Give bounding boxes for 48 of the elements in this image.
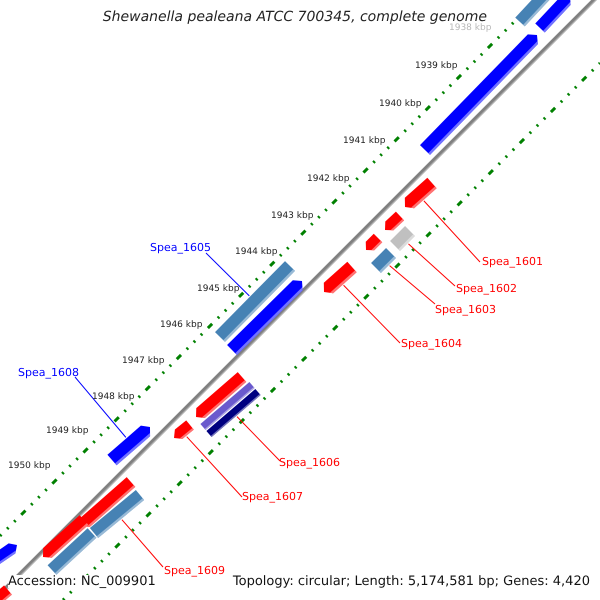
leader-line	[423, 200, 480, 262]
accession-text: Accession: NC_009901	[8, 575, 156, 588]
gene-feature	[206, 388, 261, 438]
leader-line	[206, 252, 250, 296]
scale-label: 1950 kbp	[8, 462, 50, 471]
scale-label: 1948 kbp	[92, 393, 134, 402]
gene-feature	[0, 585, 12, 600]
gene-label: Spea_1608	[18, 367, 79, 378]
genome-summary: Topology: circular; Length: 5,174,581 bp; Genes: 4,420	[232, 575, 590, 588]
scale-label: 1946 kbp	[160, 321, 202, 330]
scale-label: 1938 kbp	[449, 24, 492, 33]
gene-label: Spea_1605	[150, 242, 211, 253]
gene-feature	[90, 490, 144, 538]
scale-label: 1947 kbp	[122, 357, 164, 366]
gene-label: Spea_1606	[279, 457, 340, 468]
scale-label: 1945 kbp	[197, 285, 240, 294]
map-title: Shewanella pealeana ATCC 700345, complete genome	[102, 10, 487, 24]
leader-line	[121, 519, 164, 568]
gene-feature	[107, 426, 150, 466]
gene-label: Spea_1602	[456, 283, 517, 294]
gene-feature	[535, 0, 571, 32]
scale-label: 1942 kbp	[307, 175, 350, 184]
gene-feature	[48, 528, 96, 575]
gene-feature	[404, 178, 437, 208]
leader-line	[236, 416, 280, 462]
scale-label: 1940 kbp	[379, 100, 422, 109]
gene-feature	[0, 543, 17, 565]
gene-feature	[366, 234, 382, 250]
leader-line	[408, 243, 456, 286]
gene-label: Spea_1601	[482, 256, 543, 267]
gene-feature	[174, 420, 194, 439]
leader-line	[74, 376, 126, 438]
gene-feature	[371, 248, 396, 273]
scale-label: 1941 kbp	[343, 137, 386, 146]
leader-line	[343, 284, 400, 344]
scale-label: 1939 kbp	[415, 62, 458, 71]
leader-line	[186, 436, 242, 498]
scale-label: 1943 kbp	[271, 212, 314, 221]
gene-feature	[385, 212, 404, 230]
gene-label: Spea_1607	[242, 491, 303, 502]
leader-line	[389, 265, 436, 304]
scale-label: 1944 kbp	[235, 248, 278, 257]
gene-feature	[324, 262, 357, 294]
gene-label: Spea_1604	[401, 338, 462, 349]
gene-label: Spea_1603	[435, 304, 496, 315]
scale-label: 1949 kbp	[46, 427, 88, 436]
gene-feature	[390, 226, 415, 251]
gene-label: Spea_1609	[164, 565, 225, 576]
